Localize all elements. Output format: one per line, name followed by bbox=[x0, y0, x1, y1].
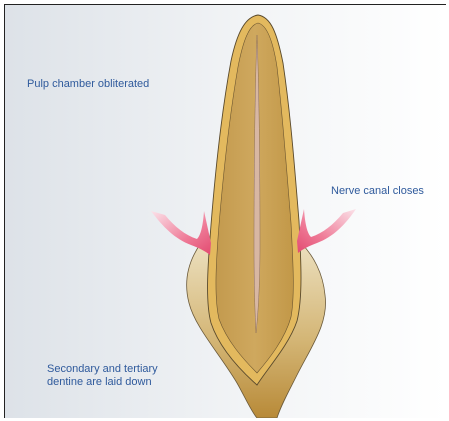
nerve-canal-label: Nerve canal closes bbox=[331, 185, 424, 198]
diagram-panel: Pulp chamber obliterated Nerve canal clo… bbox=[4, 4, 446, 418]
tooth-illustration bbox=[5, 5, 446, 418]
dentine-label: Secondary and tertiary dentine are laid … bbox=[47, 363, 158, 389]
dentine-label-line-2: dentine are laid down bbox=[47, 376, 158, 389]
pulp-chamber-label: Pulp chamber obliterated bbox=[27, 78, 149, 91]
dentine-label-line-1: Secondary and tertiary bbox=[47, 363, 158, 376]
